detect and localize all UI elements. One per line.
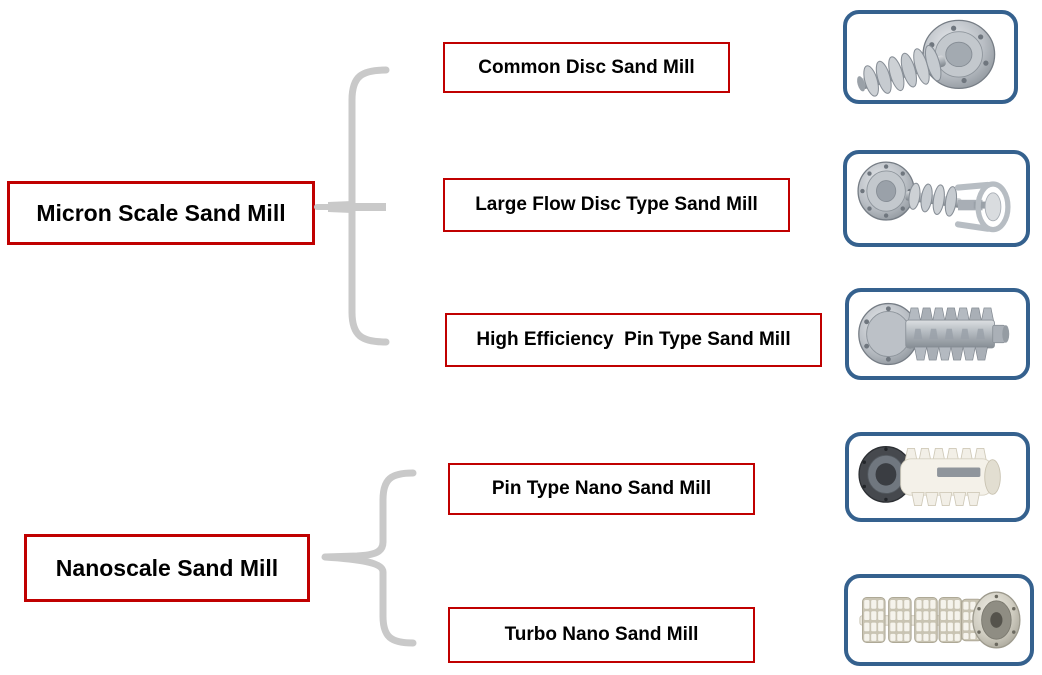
parent-label-nanoscale: Nanoscale Sand Mill xyxy=(55,554,279,581)
photo-high-efficiency-pin-rotor xyxy=(845,288,1030,380)
child-label-large-flow-disc: Large Flow Disc Type Sand Mill xyxy=(475,194,758,215)
child-box-common-disc: Common Disc Sand Mill xyxy=(443,42,730,93)
child-box-turbo-nano: Turbo Nano Sand Mill xyxy=(448,607,755,663)
turbo-wheel xyxy=(862,596,886,644)
child-label-high-efficiency-pin: High Efficiency Pin Type Sand Mill xyxy=(476,329,791,350)
pin-type-nano-rotor-illustration xyxy=(858,446,1001,507)
child-label-pin-type-nano: Pin Type Nano Sand Mill xyxy=(491,478,712,499)
large-flow-disc-rotor-illustration xyxy=(857,161,1011,233)
photo-pin-type-nano-rotor xyxy=(845,432,1030,522)
photo-turbo-nano-rotor xyxy=(844,574,1034,666)
parent-box-micron-scale: Micron Scale Sand Mill xyxy=(7,181,315,245)
parent-box-nanoscale: Nanoscale Sand Mill xyxy=(24,534,310,602)
child-box-large-flow-disc: Large Flow Disc Type Sand Mill xyxy=(443,178,790,232)
high-efficiency-pin-rotor-illustration xyxy=(858,302,1010,366)
common-disc-rotor-illustration xyxy=(857,19,996,97)
brace-connector-nanoscale xyxy=(321,469,417,647)
photo-common-disc-rotor xyxy=(843,10,1018,104)
child-label-common-disc: Common Disc Sand Mill xyxy=(478,56,695,78)
child-label-turbo-nano: Turbo Nano Sand Mill xyxy=(504,624,699,645)
parent-label-micron-scale: Micron Scale Sand Mill xyxy=(36,199,286,226)
brace-connector-micron xyxy=(314,66,390,346)
child-box-high-efficiency-pin: High Efficiency Pin Type Sand Mill xyxy=(445,313,822,367)
photo-large-flow-disc-rotor xyxy=(843,150,1030,247)
turbo-nano-rotor-illustration xyxy=(859,591,1021,649)
child-box-pin-type-nano: Pin Type Nano Sand Mill xyxy=(448,463,755,515)
